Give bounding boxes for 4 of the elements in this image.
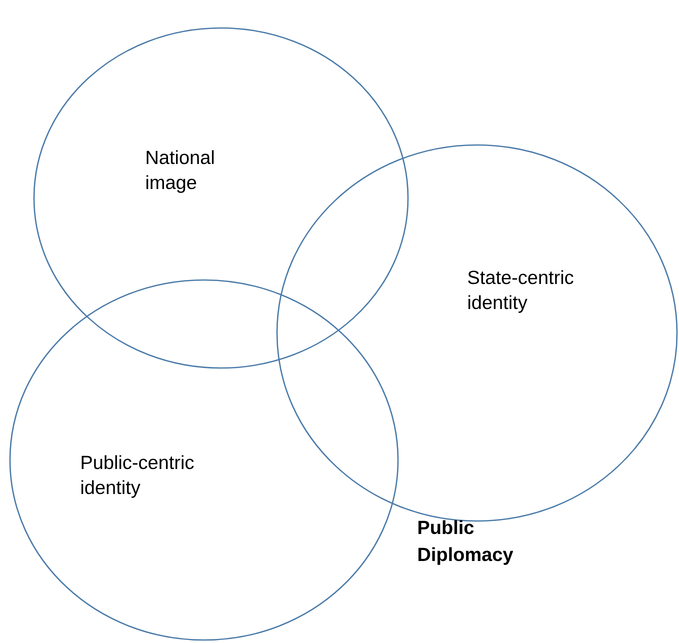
circle-label: State-centric identity xyxy=(468,270,574,313)
diagram-label: Public Diplomacy xyxy=(418,520,514,565)
circle-label: Public-centric identity xyxy=(81,455,194,498)
circle-label: National image xyxy=(146,150,214,193)
